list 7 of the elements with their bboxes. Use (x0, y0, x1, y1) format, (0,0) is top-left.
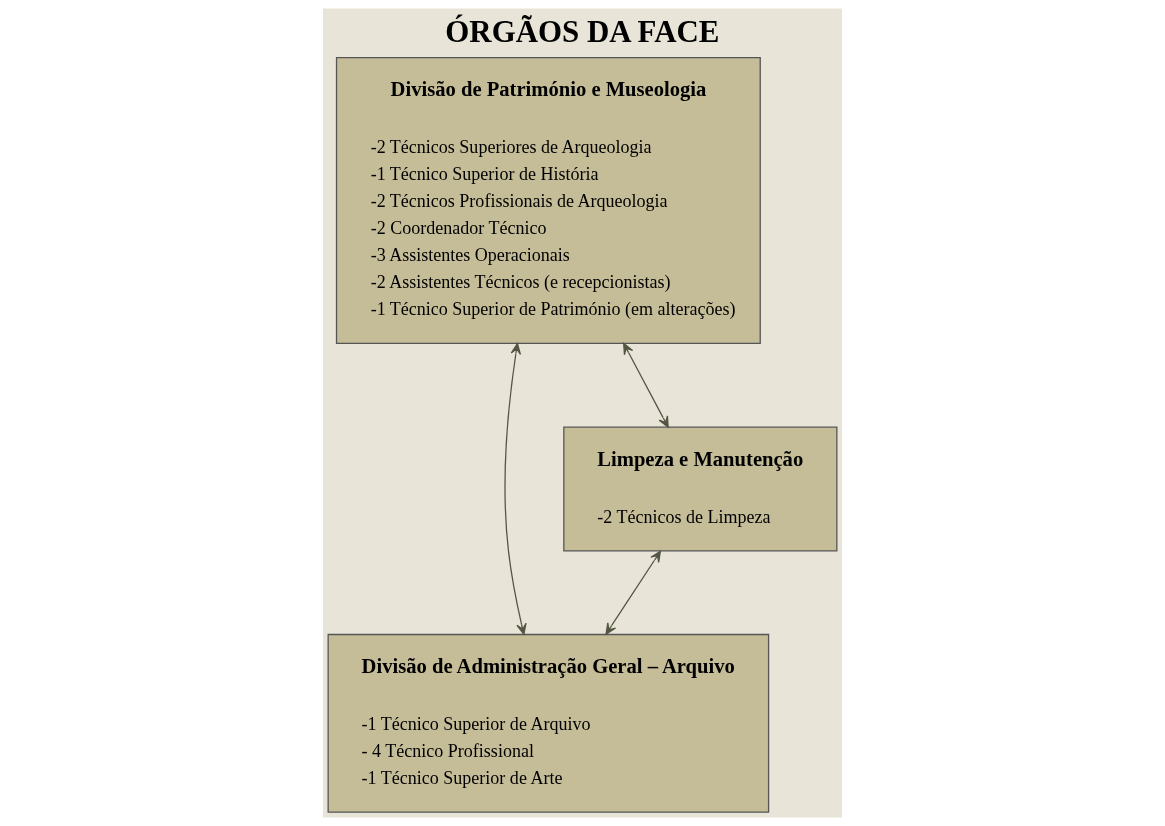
arrow (504, 342, 527, 635)
node-box: Limpeza e Manutenção -2 Técnicos de Limpeza (563, 426, 838, 552)
node-box: Divisão de Património e Museologia -2 Técnicos Superiores de Arqueologia -1 Técnico Superior de História -2 Técnicos Profissionais de Arqueologia -2 Coordenador Técnico -3 Assistentes Operacionais -2 Assistentes Técnicos (e recepcionistas) -1 Técnico Superior de Património (em alterações) (335, 56, 761, 345)
node-box: Divisão de Administração Geral – Arquivo -1 Técnico Superior de Arquivo - 4 Técnico Profissional -1 Técnico Superior de Arte (327, 633, 770, 813)
diagram-title: ÓRGÃOS DA FACE (445, 14, 720, 50)
arrow (605, 550, 662, 635)
arrow (623, 342, 669, 428)
